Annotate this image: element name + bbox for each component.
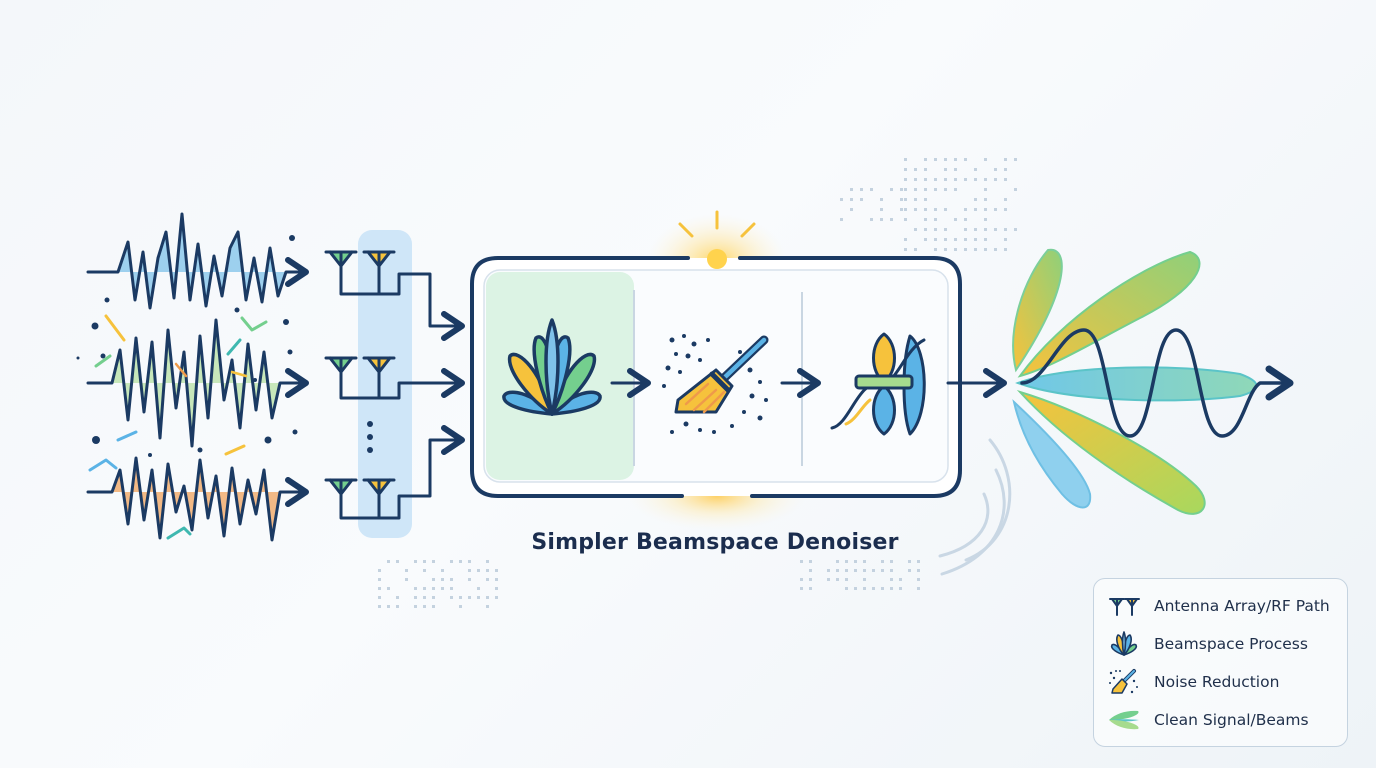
legend-item-beamspace: Beamspace Process: [1106, 629, 1308, 659]
legend-item-antenna: Antenna Array/RF Path: [1106, 591, 1330, 621]
beam-lobes-icon: [1106, 705, 1142, 735]
beamspace-fan-icon: [1106, 629, 1142, 659]
noisy-signal-2: [88, 320, 306, 446]
legend: Antenna Array/RF Path Beamspace Process …: [1093, 578, 1348, 747]
legend-item-clean-signal: Clean Signal/Beams: [1106, 705, 1309, 735]
broom-icon: [1106, 667, 1142, 697]
diagram-title: Simpler Beamspace Denoiser: [470, 530, 960, 555]
antenna-icon: [1106, 591, 1142, 621]
legend-label-beamspace: Beamspace Process: [1154, 635, 1308, 653]
denoiser-box: [472, 212, 960, 530]
legend-label-noise: Noise Reduction: [1154, 673, 1279, 691]
noisy-signal-1: [88, 214, 306, 308]
legend-label-clean-signal: Clean Signal/Beams: [1154, 711, 1309, 729]
legend-label-antenna: Antenna Array/RF Path: [1154, 597, 1330, 615]
output-beams: [940, 250, 1290, 574]
noisy-signal-3: [88, 458, 306, 540]
noisy-signals: [77, 214, 307, 540]
legend-item-noise: Noise Reduction: [1106, 667, 1279, 697]
antenna-array: [326, 230, 462, 538]
